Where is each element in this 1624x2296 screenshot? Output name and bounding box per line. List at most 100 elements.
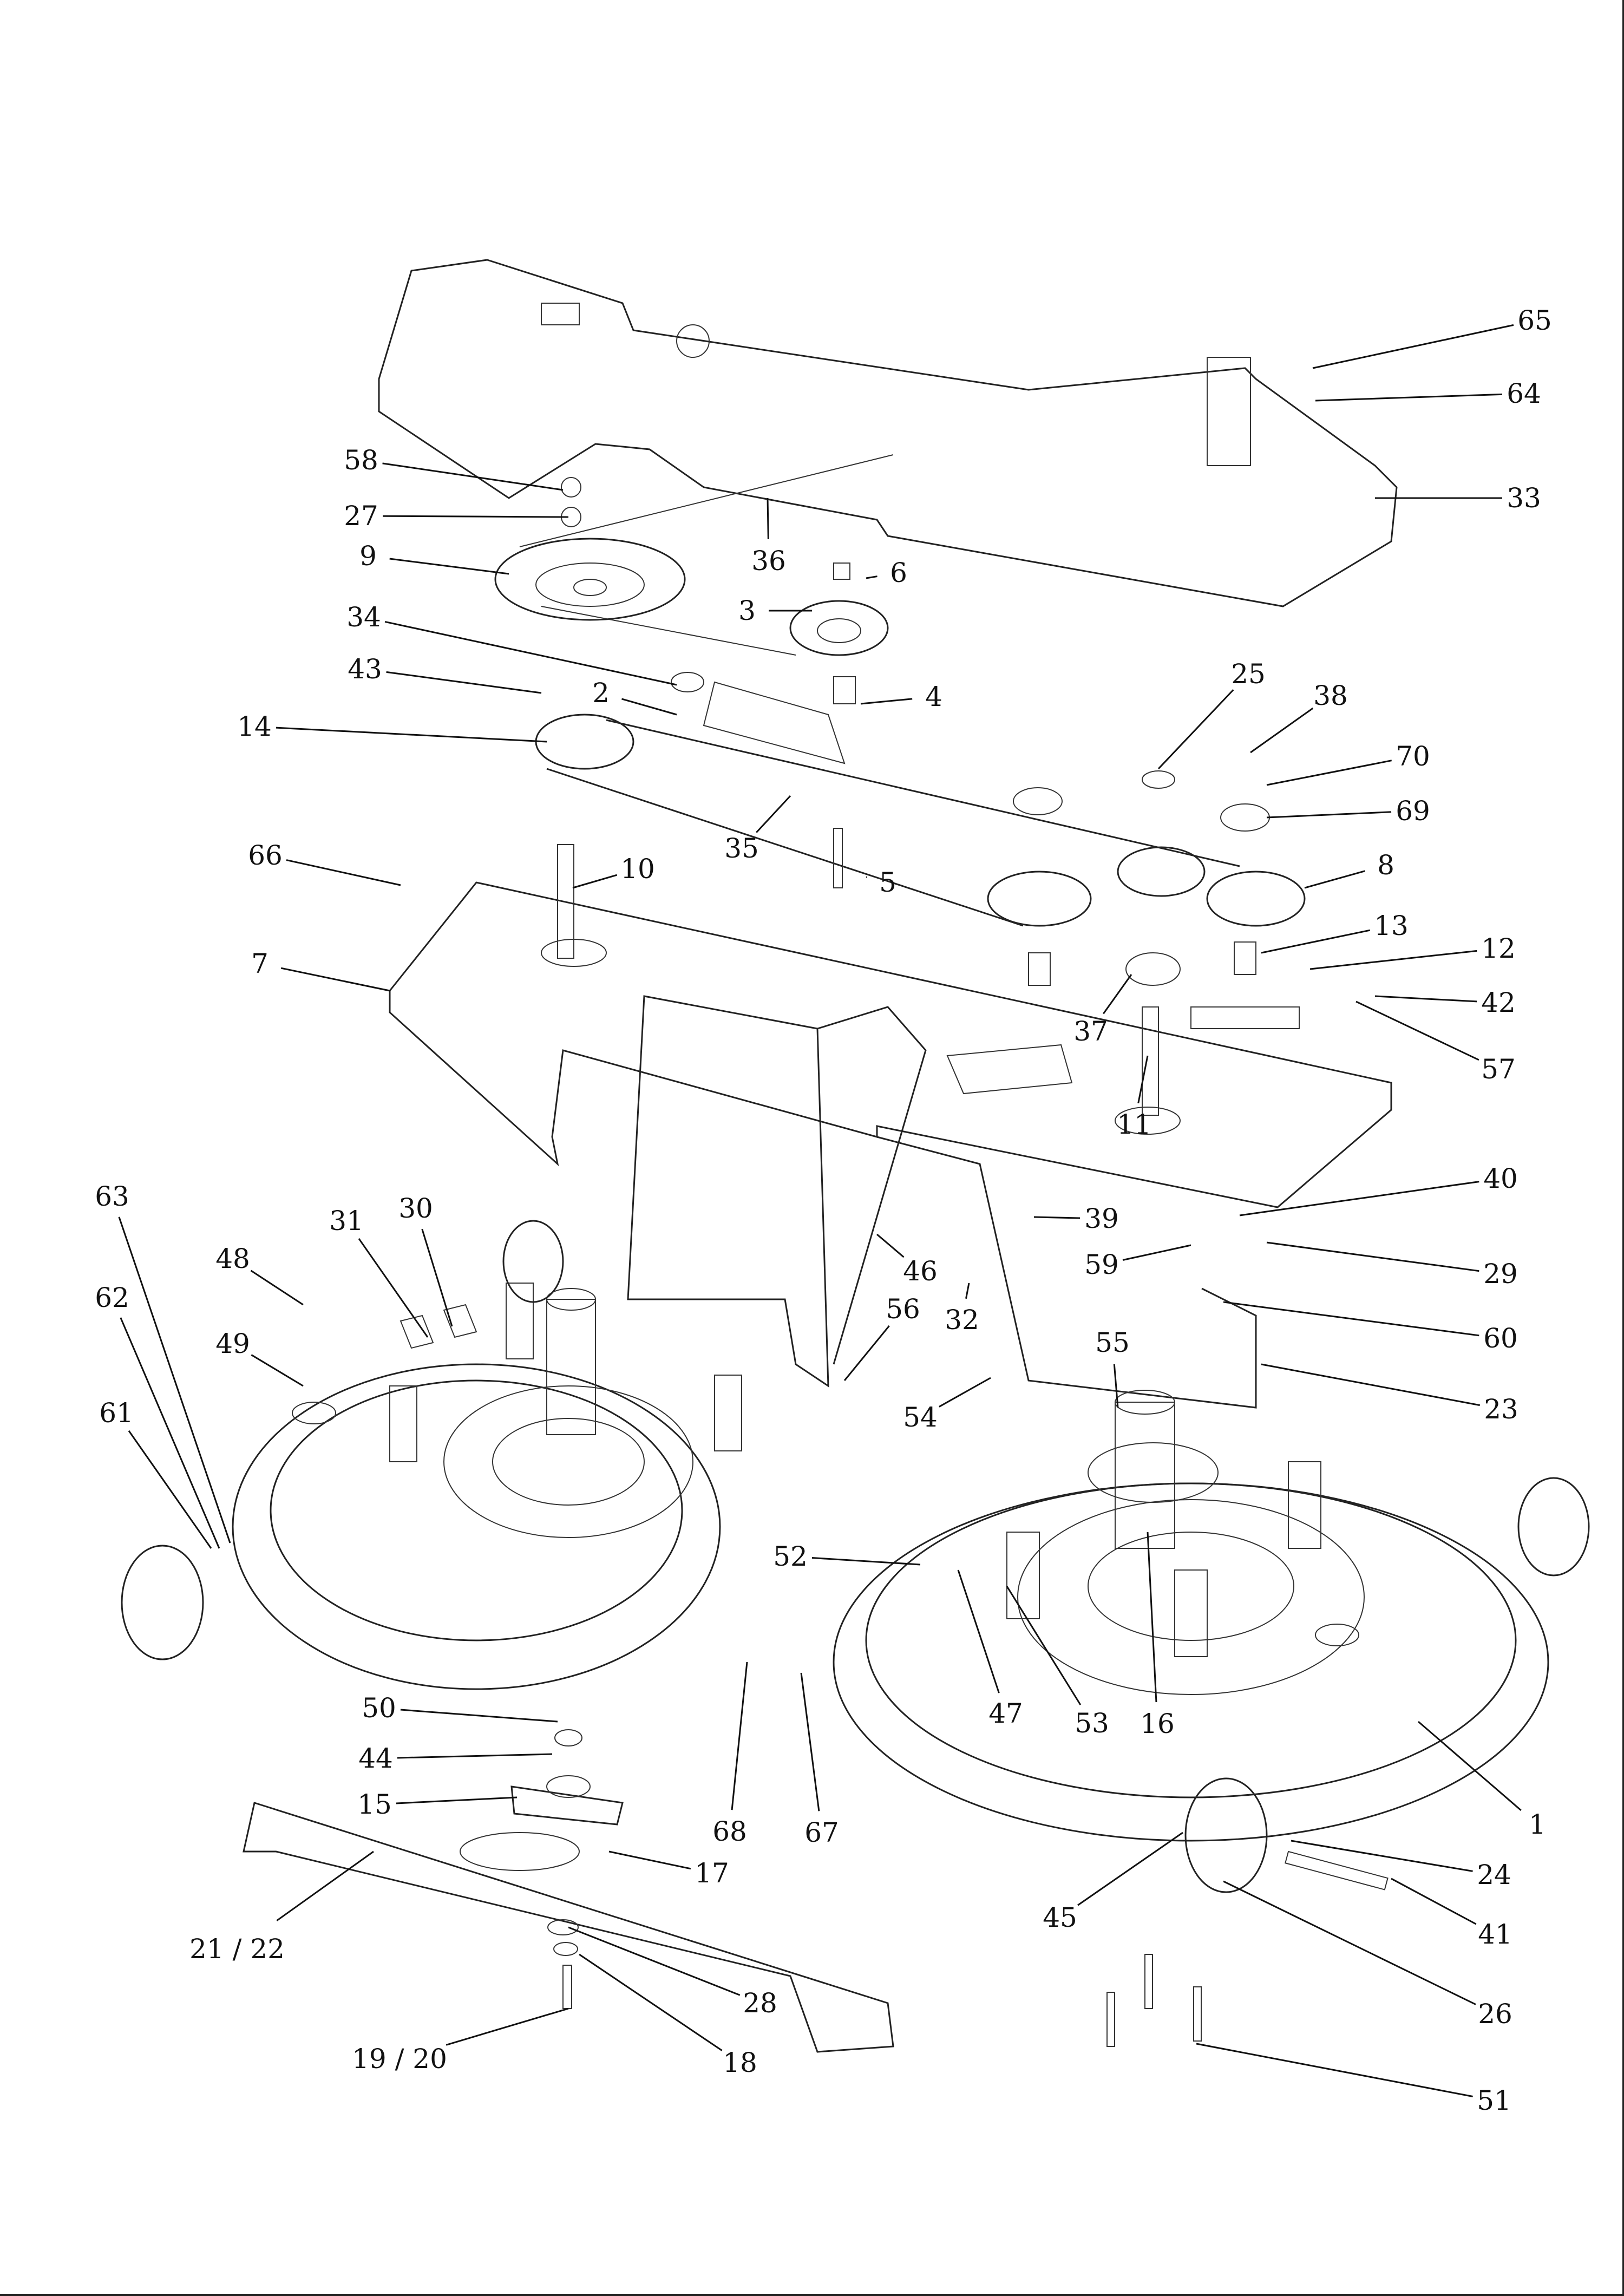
callout-29: 29 [1483,1258,1518,1290]
leader-line-30 [421,1228,453,1327]
callout-18: 18 [723,2047,757,2078]
leader-line-56 [843,1325,890,1381]
callout-52: 52 [773,1541,808,1572]
callout-42: 42 [1481,987,1516,1018]
leader-line-35 [756,795,791,833]
leader-line-28 [568,1926,741,1996]
callout-64: 64 [1507,378,1541,409]
leader-line-26 [1223,1880,1476,2005]
callout-15: 15 [357,1789,392,1820]
callout-63: 63 [95,1181,129,1212]
callout-56: 56 [886,1293,920,1325]
callout-34: 34 [346,601,381,633]
callout-43: 43 [348,653,382,685]
leader-line-2 [621,698,677,716]
leader-line-13 [1261,929,1371,954]
timing-belt [535,681,1306,927]
callout-11: 11 [1117,1109,1151,1140]
leader-line-66 [286,859,401,886]
callout-49: 49 [215,1328,250,1359]
front-bracket [627,995,1257,1409]
leader-line-68 [731,1662,748,1810]
callout-14: 14 [237,711,272,742]
callout-13: 13 [1374,910,1409,941]
leader-line-48 [250,1270,304,1306]
callout-69: 69 [1396,795,1430,827]
callout-40: 40 [1483,1163,1518,1194]
callout-45: 45 [1043,1902,1077,1933]
leader-line-11 [1137,1055,1149,1104]
leader-line-51 [1196,2043,1473,2097]
leader-line-16 [1147,1532,1157,1703]
callout-9: 9 [359,540,377,572]
leader-line-4 [860,698,913,705]
leader-line-43 [386,671,542,694]
callout-44: 44 [358,1743,393,1774]
callout-68: 68 [712,1816,747,1847]
leader-line-18 [579,1953,723,2051]
leader-line-40 [1239,1181,1479,1216]
callout-19-20: 19 / 20 [352,2043,447,2075]
callout-31: 31 [329,1205,364,1237]
leader-line-12 [1309,950,1477,970]
callout-2: 2 [592,677,610,709]
callout-48: 48 [215,1243,250,1274]
leader-line-31 [358,1238,429,1338]
leader-line-8 [1304,870,1365,889]
callout-66: 66 [248,840,283,871]
callout-62: 62 [95,1282,129,1313]
leader-line-7 [280,967,390,992]
leader-line-64 [1315,393,1503,402]
leader-line-23 [1261,1363,1480,1407]
hardware-stacks [671,672,1270,986]
belt-cover [378,259,1398,607]
v-belt-pulleys [494,454,894,656]
leader-line-41 [1391,1878,1477,1925]
leader-line-67 [800,1672,820,1811]
leader-line-38 [1250,707,1314,754]
leader-line-32 [965,1283,970,1299]
callout-10: 10 [620,853,655,885]
callout-33: 33 [1507,482,1541,514]
callout-46: 46 [903,1255,938,1287]
callout-58: 58 [344,444,378,476]
callout-1: 1 [1529,1809,1546,1840]
leader-line-62 [120,1317,220,1549]
callout-3: 3 [738,595,756,626]
callout-6: 6 [890,557,907,588]
callout-21-22: 21 / 22 [189,1933,285,1965]
callout-54: 54 [903,1402,938,1433]
leader-line-27 [382,515,569,518]
leader-line-70 [1266,760,1392,786]
callout-38: 38 [1313,680,1348,711]
leader-line-63 [118,1216,231,1543]
callout-32: 32 [945,1304,979,1336]
deck-plate [389,844,1392,1208]
leader-line-29 [1266,1241,1479,1272]
callout-51: 51 [1477,2085,1511,2116]
leader-line-37 [1103,974,1132,1015]
leader-line-58 [382,462,564,491]
leader-line-52 [811,1556,921,1566]
leader-line-53 [1006,1586,1082,1705]
callout-59: 59 [1084,1249,1119,1280]
callout-53: 53 [1075,1708,1109,1739]
callout-67: 67 [804,1817,839,1848]
callout-23: 23 [1484,1394,1518,1425]
leader-line-42 [1374,995,1477,1003]
callout-26: 26 [1478,1998,1512,2030]
callout-60: 60 [1483,1323,1518,1354]
leader-line-49 [251,1354,304,1387]
callout-55: 55 [1095,1327,1130,1358]
callout-7: 7 [251,948,269,979]
callout-70: 70 [1396,741,1430,772]
leader-line-1 [1418,1721,1522,1811]
leader-line-15 [396,1796,518,1804]
callout-24: 24 [1477,1859,1511,1891]
leader-line-39 [1033,1216,1081,1219]
leader-line-34 [384,620,677,686]
leader-line-65 [1312,324,1514,369]
leader-line-25 [1157,689,1234,770]
